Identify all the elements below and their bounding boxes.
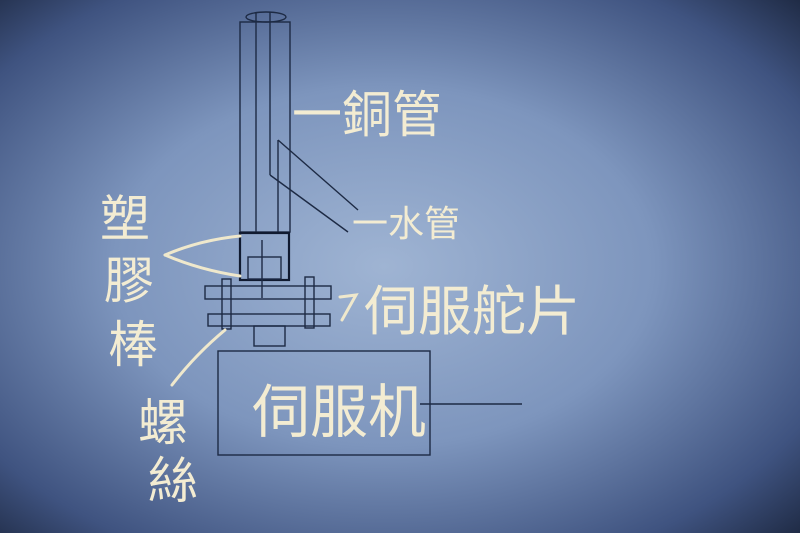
water-pipe-drawing bbox=[269, 139, 359, 233]
servo-drawing bbox=[217, 350, 522, 456]
plastic-rod-label-2: 膠 bbox=[104, 252, 154, 310]
servo-horn-label: 伺服舵片 bbox=[364, 280, 580, 343]
plastic-rod-drawing bbox=[238, 231, 291, 298]
screw-label-1: 螺 bbox=[138, 394, 188, 452]
copper-pipe-label: 一銅管 bbox=[292, 86, 442, 144]
servo-horn-drawing bbox=[204, 276, 332, 347]
servo-label: 伺服机 bbox=[252, 378, 426, 446]
leader-lines bbox=[163, 234, 359, 387]
screw-label-2: 絲 bbox=[148, 452, 198, 510]
water-pipe-label: 一水管 bbox=[352, 204, 460, 245]
plastic-rod-label-3: 棒 bbox=[108, 316, 158, 374]
plastic-rod-label-1: 塑 bbox=[100, 190, 150, 248]
